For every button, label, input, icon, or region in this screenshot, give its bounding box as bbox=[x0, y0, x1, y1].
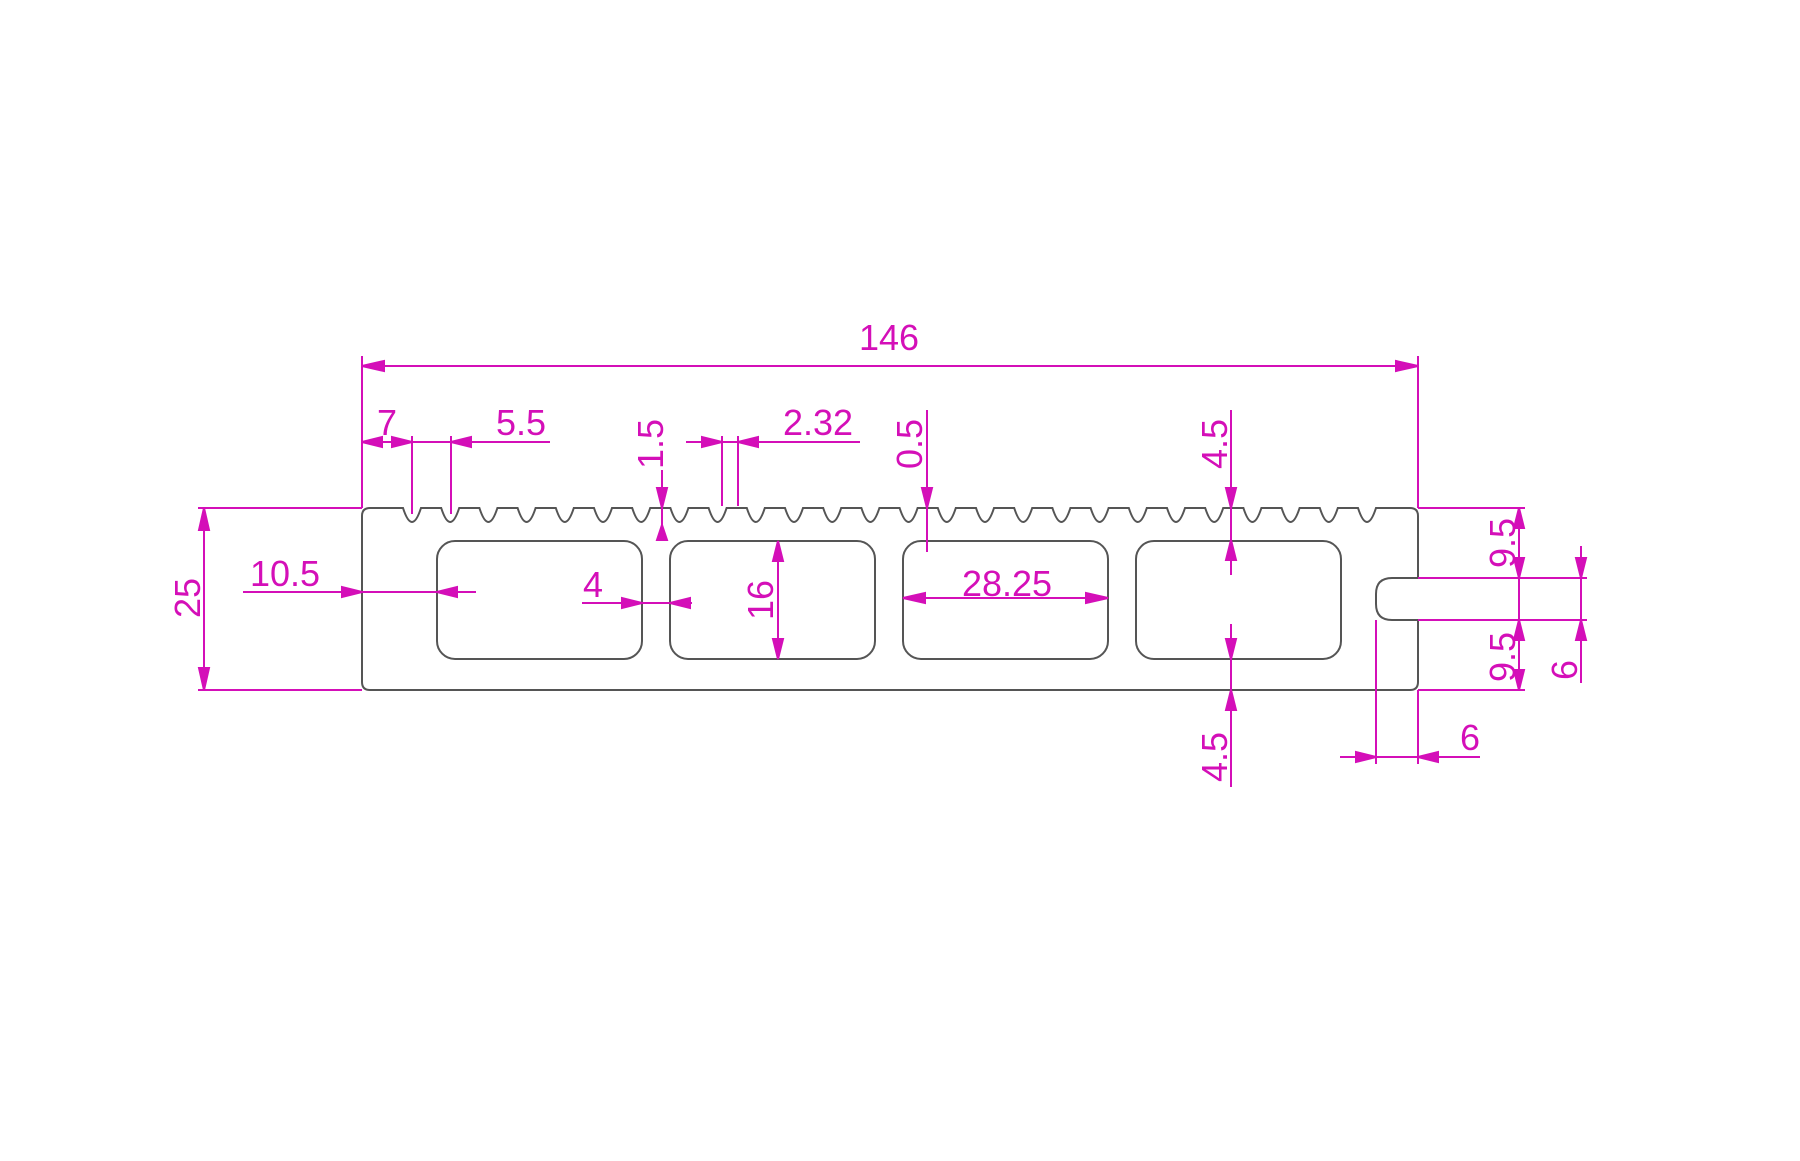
dim-cavity-height-label: 16 bbox=[740, 580, 781, 620]
dim-overall-width-label: 146 bbox=[859, 317, 919, 358]
dim-groove-width-label: 2.32 bbox=[783, 402, 853, 443]
cavity-1 bbox=[436, 540, 643, 660]
dim-lower-lip-label: 9.5 bbox=[1482, 632, 1523, 682]
dim-upper-lip-label: 9.5 bbox=[1482, 518, 1523, 568]
dim-edge-offset-label: 7 bbox=[377, 402, 397, 443]
dimension-labels: 146 7 5.5 1.5 2.32 0.5 4.5 25 10.5 4 16 … bbox=[167, 317, 1585, 782]
dim-bottom-wall-label: 4.5 bbox=[1194, 732, 1235, 782]
dim-groove-depth-label: 1.5 bbox=[630, 419, 671, 469]
cavity-4 bbox=[1135, 540, 1342, 660]
dimension-lines bbox=[197, 356, 1588, 787]
dim-cavity-width-label: 28.25 bbox=[962, 563, 1052, 604]
dim-top-wall-label: 4.5 bbox=[1194, 419, 1235, 469]
dim-slot-depth-label: 6 bbox=[1460, 717, 1480, 758]
dim-tip-offset-label: 0.5 bbox=[889, 419, 930, 469]
dim-side-wall-label: 10.5 bbox=[250, 553, 320, 594]
dim-web-thickness-label: 4 bbox=[583, 564, 603, 605]
dim-slot-height-label: 6 bbox=[1544, 660, 1585, 680]
dim-groove-pitch-label: 5.5 bbox=[496, 402, 546, 443]
profile-outline bbox=[361, 507, 1419, 691]
cavity-2 bbox=[669, 540, 876, 660]
dim-overall-height-label: 25 bbox=[167, 578, 208, 618]
cavity-3 bbox=[902, 540, 1109, 660]
board-outer-profile bbox=[361, 507, 1419, 691]
